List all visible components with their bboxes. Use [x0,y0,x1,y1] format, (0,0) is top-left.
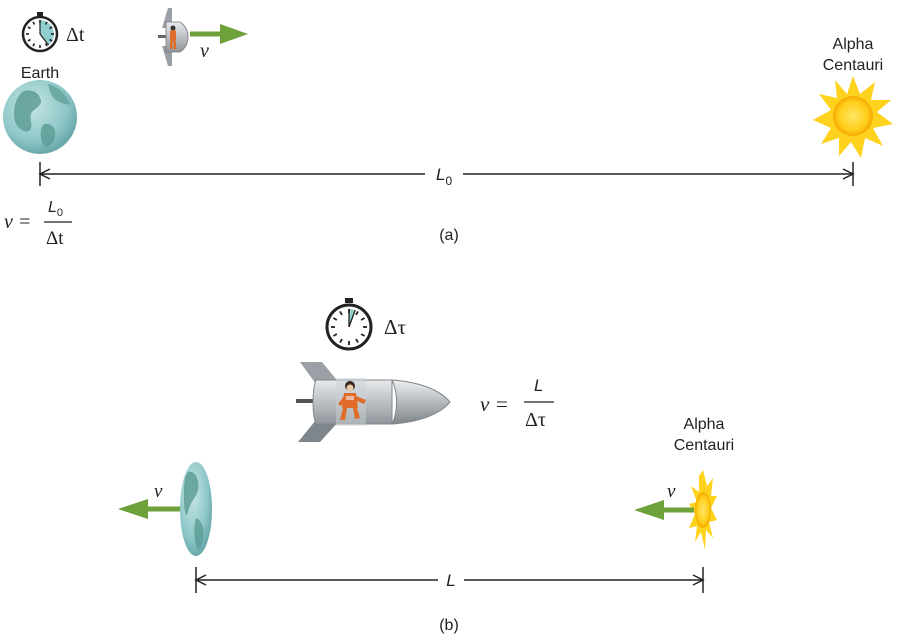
astronaut-icon [338,381,366,420]
alpha-centauri-label-line2: Centauri [674,437,734,454]
clock-proper-time-symbol: Δτ [384,315,406,339]
spaceship-velocity-arrow [190,24,248,44]
equation-a-numerator: L0 [48,199,63,219]
alpha-centauri-label-line1: Alpha [833,36,874,53]
clock-icon [21,12,59,53]
earth-globe-icon [3,80,77,154]
distance-symbol-l: L [446,571,455,590]
alpha-centauri-label-line1: Alpha [684,416,725,433]
clock-time-symbol: Δt [66,24,85,46]
equation-a-lhs: v = [4,211,31,233]
panel-b-caption: (b) [439,617,459,634]
alpha-centauri-star-icon [689,470,717,550]
earth-label: Earth [21,65,59,82]
panel-a-caption: (a) [439,227,459,244]
equation-b-denominator: Δτ [525,409,546,431]
velocity-equation-b: v = L Δτ [480,376,554,431]
distance-line-l [194,567,705,593]
earth-globe-icon [180,462,212,556]
distance-symbol-l0: L0 [436,165,452,188]
equation-b-lhs: v = [480,392,509,416]
alpha-centauri-velocity-symbol: v [667,481,676,502]
equation-a-denominator: Δt [46,228,64,249]
clock-icon [325,298,373,351]
astronaut-icon [170,25,176,49]
velocity-equation-a: v = L0 Δt [4,199,72,249]
spaceship-icon [158,8,189,66]
alpha-centauri-star-icon [813,76,893,158]
earth-velocity-symbol: v [154,481,163,502]
earth-velocity-arrow [118,499,180,519]
alpha-centauri-label-line2: Centauri [823,57,883,74]
panel-a: Δt Earth v [3,8,893,249]
equation-b-numerator: L [534,376,543,395]
distance-line-l0 [38,162,855,186]
alpha-centauri-velocity-arrow [634,500,694,520]
panel-b: Δτ v = L Δτ [118,298,734,634]
spaceship-velocity-symbol: v [200,40,209,62]
spaceship-icon [296,362,451,442]
